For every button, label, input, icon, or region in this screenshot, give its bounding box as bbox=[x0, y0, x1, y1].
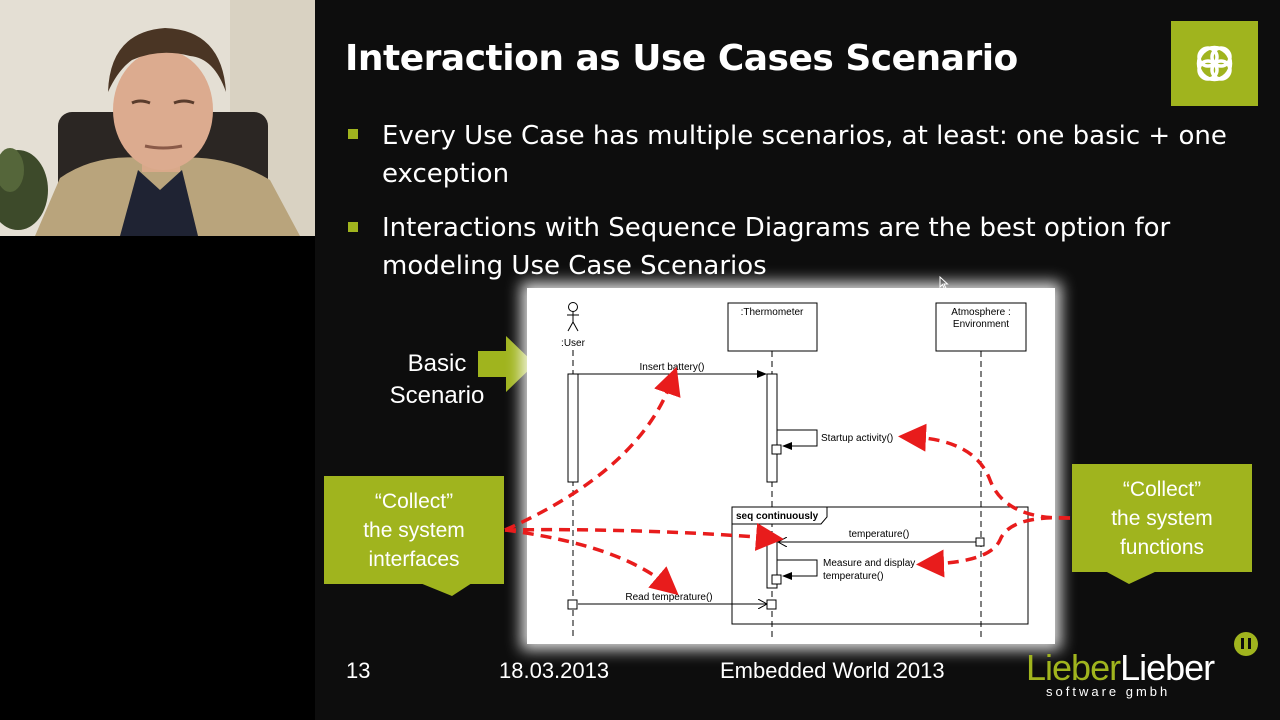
callout-functions-tail bbox=[1105, 571, 1157, 584]
user-actor-icon bbox=[567, 302, 579, 332]
company-name-part1: Lieber bbox=[1026, 647, 1121, 688]
callout-interfaces-tail bbox=[420, 583, 472, 596]
lifeline-atmosphere-label-1: Atmosphere : bbox=[951, 307, 1010, 318]
callout-functions-line1: “Collect” bbox=[1122, 478, 1202, 501]
lifeline-thermometer-label: :Thermometer bbox=[741, 307, 804, 318]
callout-functions: “Collect” the system functions bbox=[1072, 464, 1252, 572]
gate-marker bbox=[567, 599, 578, 610]
bullet-item-2: Interactions with Sequence Diagrams are … bbox=[382, 213, 1171, 281]
gate-marker bbox=[766, 599, 777, 610]
callout-interfaces-line2: the system bbox=[363, 519, 465, 542]
fragment-label: seq continuously bbox=[736, 511, 819, 522]
message-startup-activity-label: Startup activity() bbox=[821, 433, 893, 444]
callout-functions-line2: the system bbox=[1111, 507, 1213, 530]
callout-functions-line3: functions bbox=[1119, 536, 1205, 559]
footer-date: 18.03.2013 bbox=[499, 658, 610, 683]
brand-logo bbox=[1171, 21, 1258, 106]
bullet-item-1: Every Use Case has multiple scenarios, a… bbox=[382, 121, 1227, 189]
message-insert-battery-label: Insert battery() bbox=[639, 362, 704, 373]
message-temperature-label: temperature() bbox=[849, 529, 910, 540]
company-name: LieberLieber bbox=[1026, 647, 1215, 688]
lifeline-user-label: :User bbox=[561, 338, 586, 349]
logo-mark-icon bbox=[1234, 632, 1258, 656]
execution-marker bbox=[771, 574, 782, 585]
presenter-image bbox=[0, 0, 315, 236]
activation-user bbox=[567, 373, 579, 483]
callout-interfaces-line1: “Collect” bbox=[374, 490, 454, 513]
basic-scenario-line2: Scenario bbox=[389, 382, 485, 409]
basic-scenario-line1: Basic bbox=[407, 350, 467, 377]
callout-interfaces: “Collect” the system interfaces bbox=[324, 476, 504, 584]
gate-marker bbox=[975, 537, 985, 547]
message-measure-display bbox=[777, 559, 818, 580]
sequence-diagram: :User :Thermometer Atmosphere : Environm… bbox=[527, 288, 1055, 644]
company-logo: LieberLieber software gmbh bbox=[1026, 648, 1241, 708]
message-startup-activity bbox=[777, 429, 818, 450]
slide-title: Interaction as Use Cases Scenario bbox=[345, 38, 1018, 79]
callout-interfaces-line3: interfaces bbox=[368, 548, 460, 571]
lifeline-atmosphere-label-2: Environment bbox=[953, 319, 1009, 330]
left-black-area bbox=[0, 236, 315, 720]
sequence-diagram-canvas: :User :Thermometer Atmosphere : Environm… bbox=[561, 302, 1029, 640]
bullet-marker bbox=[348, 222, 358, 232]
knot-icon bbox=[1196, 45, 1233, 82]
company-tagline: software gmbh bbox=[1046, 684, 1171, 699]
basic-scenario-label: Basic Scenario bbox=[377, 348, 497, 412]
company-name-part2: Lieber bbox=[1120, 647, 1215, 688]
footer-event: Embedded World 2013 bbox=[720, 658, 945, 683]
bullet-marker bbox=[348, 129, 358, 139]
message-measure-label-1: Measure and display bbox=[823, 558, 915, 569]
webcam-video bbox=[0, 0, 315, 236]
execution-marker bbox=[771, 444, 782, 455]
page-number: 13 bbox=[346, 658, 371, 683]
basic-scenario-arrow bbox=[478, 336, 535, 392]
lifeline-atmosphere-box bbox=[935, 302, 1027, 352]
message-measure-label-2: temperature() bbox=[823, 571, 884, 582]
message-read-temperature-label: Read temperature() bbox=[625, 592, 712, 603]
activation-thermometer bbox=[766, 373, 778, 483]
fragment-label-tab bbox=[731, 506, 828, 525]
